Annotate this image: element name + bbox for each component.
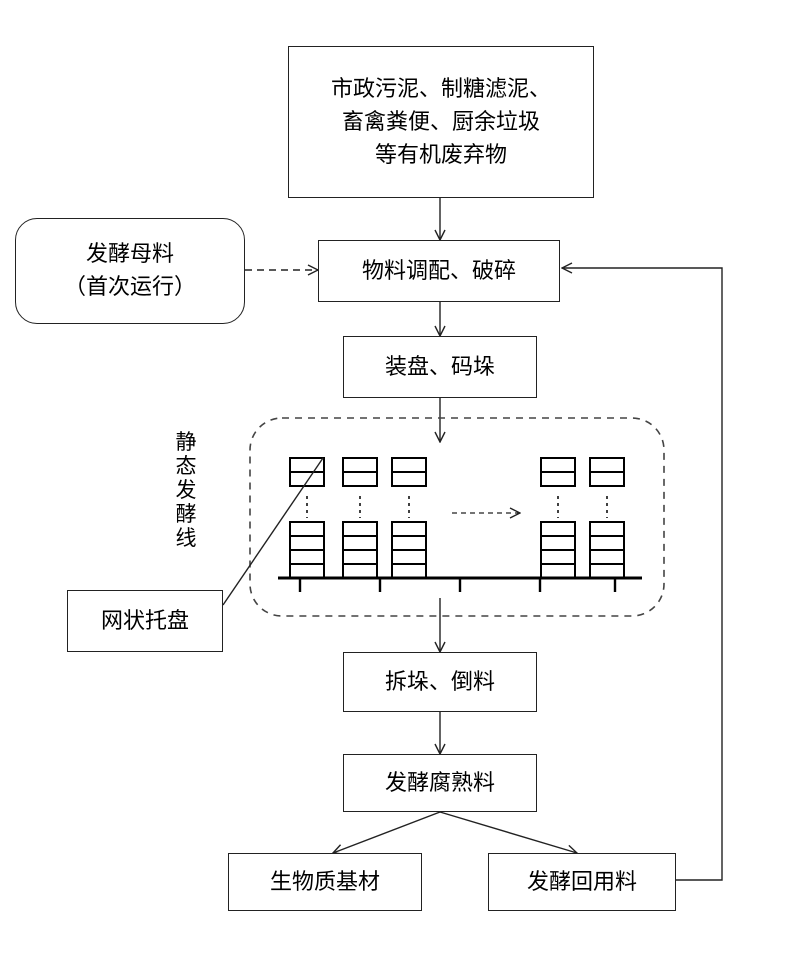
matured-material-box: 发酵腐熟料 bbox=[343, 754, 537, 812]
tray-top-5-a bbox=[589, 457, 625, 473]
substrate-label: 生物质基材 bbox=[269, 869, 380, 895]
vlabel-char-3: 发 bbox=[175, 478, 197, 502]
tray-bottom-1-2 bbox=[289, 535, 325, 551]
tray-label: 网状托盘 bbox=[100, 608, 189, 634]
tray-top-4-b bbox=[540, 471, 576, 487]
vlabel-char-5: 线 bbox=[175, 526, 197, 550]
tray-callout-line bbox=[222, 457, 324, 606]
tray-bottom-2-1 bbox=[342, 521, 378, 537]
vlabel-char-2: 态 bbox=[175, 454, 197, 478]
stacking-label: 装盘、码垛 bbox=[384, 354, 495, 380]
tray-bottom-1-1 bbox=[289, 521, 325, 537]
arrow-matured-to-recycle bbox=[439, 811, 577, 853]
starter-line-2: （首次运行） bbox=[63, 275, 196, 300]
recycle-material-box: 发酵回用料 bbox=[488, 853, 676, 911]
tray-bottom-2-4 bbox=[342, 563, 378, 579]
tray-bottom-4-2 bbox=[540, 535, 576, 551]
input-line-3: 等有机废弃物 bbox=[374, 142, 507, 168]
tray-top-3-a bbox=[391, 457, 427, 473]
static-fermentation-region bbox=[249, 417, 665, 617]
tray-bottom-1-3 bbox=[289, 549, 325, 565]
stacking-box: 装盘、码垛 bbox=[343, 336, 537, 398]
arrow-matured-to-substrate bbox=[333, 811, 441, 853]
tray-top-3-b bbox=[391, 471, 427, 487]
mesh-tray-box: 网状托盘 bbox=[67, 590, 223, 652]
vlabel-char-1: 静 bbox=[175, 430, 197, 454]
input-line-2: 畜禽粪便、厨余垃圾 bbox=[341, 109, 540, 135]
tray-top-4-a bbox=[540, 457, 576, 473]
tray-bottom-2-2 bbox=[342, 535, 378, 551]
tray-bottom-5-2 bbox=[589, 535, 625, 551]
tray-bottom-4-3 bbox=[540, 549, 576, 565]
biomass-substrate-box: 生物质基材 bbox=[228, 853, 422, 911]
starter-culture-box: 发酵母料 （首次运行） bbox=[15, 218, 245, 324]
mixing-crushing-box: 物料调配、破碎 bbox=[318, 240, 560, 302]
tray-bottom-5-1 bbox=[589, 521, 625, 537]
tray-top-2-b bbox=[342, 471, 378, 487]
tray-bottom-1-4 bbox=[289, 563, 325, 579]
tray-bottom-5-4 bbox=[589, 563, 625, 579]
tray-top-5-b bbox=[589, 471, 625, 487]
tray-bottom-4-4 bbox=[540, 563, 576, 579]
tray-bottom-3-4 bbox=[391, 563, 427, 579]
unstack-label: 拆垛、倒料 bbox=[384, 669, 495, 695]
matured-label: 发酵腐熟料 bbox=[384, 770, 495, 796]
arrow-recycle-loop bbox=[562, 268, 723, 881]
mixing-label: 物料调配、破碎 bbox=[361, 258, 516, 284]
tray-bottom-3-2 bbox=[391, 535, 427, 551]
tray-bottom-3-1 bbox=[391, 521, 427, 537]
tray-bottom-3-3 bbox=[391, 549, 427, 565]
rail-supports bbox=[298, 578, 617, 592]
tray-top-2-a bbox=[342, 457, 378, 473]
tray-top-1-b bbox=[289, 471, 325, 487]
tray-bottom-5-3 bbox=[589, 549, 625, 565]
organic-waste-input-box: 市政污泥、制糖滤泥、 畜禽粪便、厨余垃圾 等有机废弃物 bbox=[288, 46, 594, 198]
tray-bottom-4-1 bbox=[540, 521, 576, 537]
tray-stacks bbox=[289, 457, 625, 579]
tray-bottom-2-3 bbox=[342, 549, 378, 565]
unstack-pour-box: 拆垛、倒料 bbox=[343, 652, 537, 712]
starter-line-1: 发酵母料 bbox=[85, 242, 174, 267]
static-fermentation-line-label: 静 态 发 酵 线 bbox=[172, 430, 200, 550]
recycle-label: 发酵回用料 bbox=[526, 869, 637, 895]
input-line-1: 市政污泥、制糖滤泥、 bbox=[330, 76, 551, 102]
vlabel-char-4: 酵 bbox=[175, 502, 197, 526]
